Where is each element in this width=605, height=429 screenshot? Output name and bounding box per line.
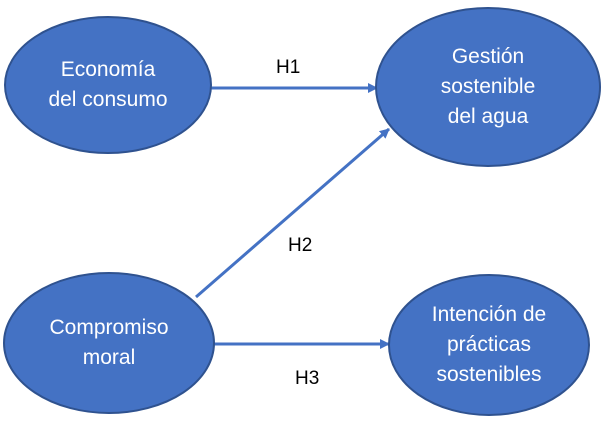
arrow-h2 bbox=[195, 127, 390, 299]
node-intencion-de-practicas-sostenibles bbox=[388, 274, 590, 416]
edge-label-h3: H3 bbox=[295, 368, 320, 389]
node-economia-del-consumo bbox=[4, 16, 212, 154]
node-compromiso-moral bbox=[3, 272, 215, 414]
node-gestion-sostenible-del-agua bbox=[375, 7, 601, 167]
node-label-economia: Economía del consumo bbox=[48, 58, 168, 111]
edge-label-h2: H2 bbox=[288, 235, 313, 256]
node-label-gestion: Gestión sostenible del agua bbox=[440, 45, 536, 128]
node-label-intencion: Intención de prácticas sostenibles bbox=[431, 303, 547, 386]
edge-label-h1: H1 bbox=[276, 57, 301, 78]
node-label-compromiso: Compromiso moral bbox=[49, 316, 169, 369]
